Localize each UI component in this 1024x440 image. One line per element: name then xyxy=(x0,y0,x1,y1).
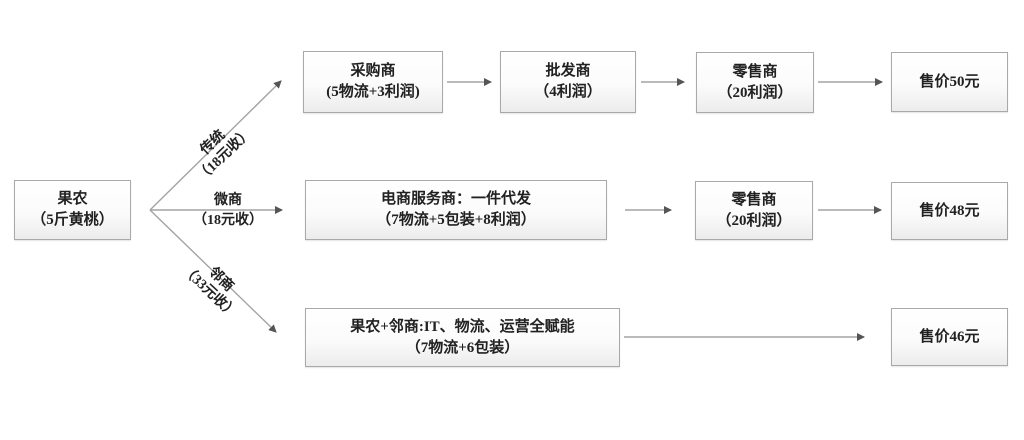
node-price-46: 售价46元 xyxy=(891,308,1008,366)
node-purchaser: 采购商 (5物流+3利润) xyxy=(303,51,443,113)
node-wholesaler: 批发商 （4利润） xyxy=(500,51,636,113)
node-ecommerce-service-title: 电商服务商：一件代发 xyxy=(380,191,531,207)
node-retailer-traditional: 零售商 （20利润） xyxy=(696,52,814,113)
node-retailer-micro-title: 零售商 xyxy=(731,191,777,208)
branch-label-traditional: 传统 （18元收） xyxy=(182,112,256,185)
node-retailer-traditional-title: 零售商 xyxy=(732,63,778,80)
node-price-48: 售价48元 xyxy=(891,182,1008,240)
node-fruit-farmer-title: 果农 xyxy=(57,191,88,207)
node-retailer-micro: 零售商 （20利润） xyxy=(695,181,813,240)
node-retailer-traditional-detail: （20利润） xyxy=(717,84,793,101)
node-retailer-micro-detail: （20利润） xyxy=(716,212,792,229)
node-farmer-neighbor-empower-detail: （7物流+6包装） xyxy=(405,339,520,356)
node-price-50-label: 售价50元 xyxy=(919,73,980,90)
branch-label-micro-cost: （18元收） xyxy=(193,213,263,228)
node-wholesaler-title: 批发商 xyxy=(545,63,591,79)
node-farmer-neighbor-empower-title: 果农+邻商:IT、物流、运营全赋能 xyxy=(350,318,575,335)
node-purchaser-detail: (5物流+3利润) xyxy=(326,84,420,100)
branch-label-neighbor: 邻商 （33元收） xyxy=(178,250,252,323)
branch-label-micro-name: 微商 xyxy=(214,193,242,208)
branch-label-micro: 微商 （18元收） xyxy=(193,191,263,231)
node-ecommerce-service-detail: （7物流+5包装+8利润） xyxy=(376,212,536,228)
node-wholesaler-detail: （4利润） xyxy=(534,84,602,100)
node-ecommerce-service: 电商服务商：一件代发 （7物流+5包装+8利润） xyxy=(305,180,607,240)
node-purchaser-title: 采购商 xyxy=(350,63,396,79)
node-price-50: 售价50元 xyxy=(891,52,1008,112)
node-farmer-neighbor-empower: 果农+邻商:IT、物流、运营全赋能 （7物流+6包装） xyxy=(305,308,620,367)
node-price-48-label: 售价48元 xyxy=(919,202,980,219)
node-price-46-label: 售价46元 xyxy=(919,328,980,345)
node-fruit-farmer: 果农 （5斤黄桃） xyxy=(14,180,131,240)
node-fruit-farmer-detail: （5斤黄桃） xyxy=(31,212,114,228)
